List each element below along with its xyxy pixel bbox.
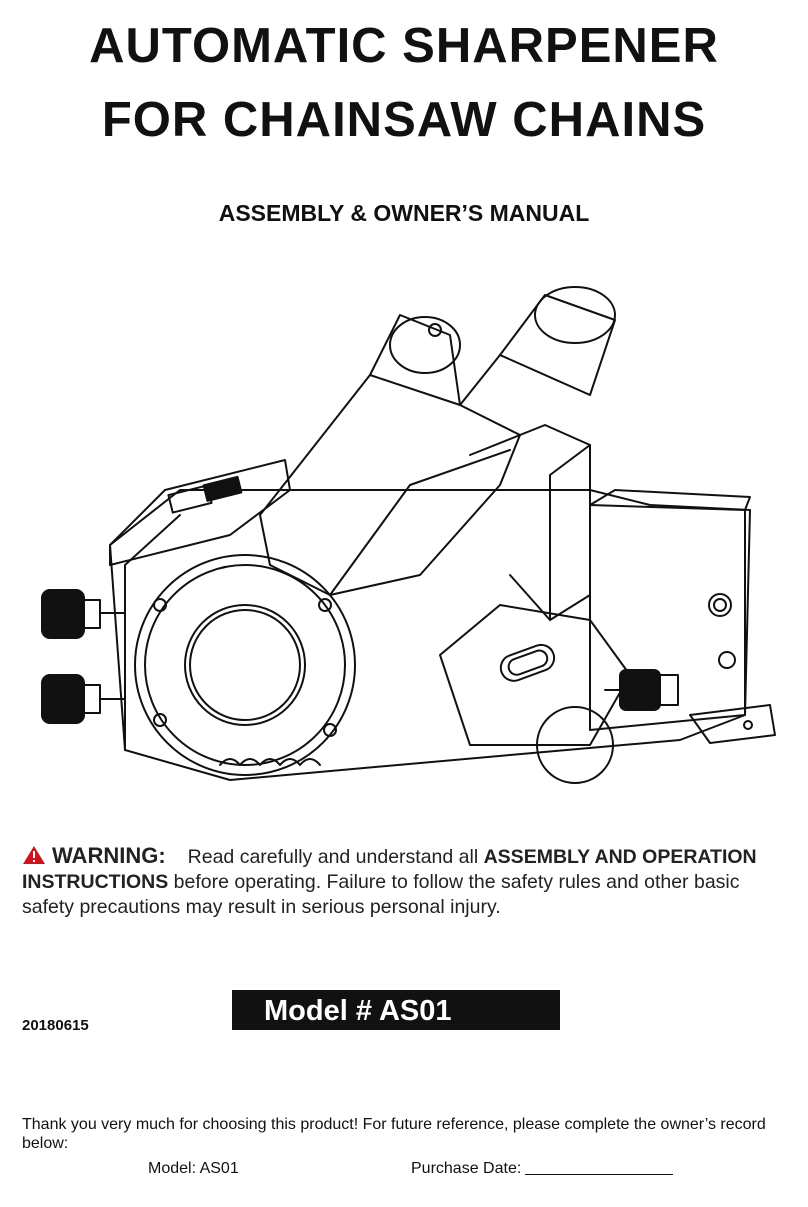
document-number: 20180615 [22,1017,89,1034]
purchase-date-label: Purchase Date: [411,1160,522,1177]
record-model: Model: AS01 [148,1160,239,1177]
sharpener-illustration [41,286,776,784]
purchase-date-blank [525,1160,674,1175]
record-purchase-date: Purchase Date: [411,1160,674,1178]
warning-heading: WARNING: [52,843,166,868]
warning-text-2: before operating. Failure to follow the … [22,871,740,918]
thank-you-text: Thank you very much for choosing this pr… [22,1116,766,1152]
title-line-1: AUTOMATIC SHARPENER [89,19,719,73]
warning-bold-instructions: ASSEMBLY AND OPERATION INSTRUCTIONS [22,846,757,893]
title-line-2: FOR CHAINSAW CHAINS [101,93,707,147]
warning-block: WARNING: Read carefully and understand al… [22,843,792,920]
manual-subtitle: ASSEMBLY & OWNER’S MANUAL [218,200,590,226]
warning-triangle-icon [23,846,45,864]
warning-text-1: Read carefully and understand all [187,846,484,868]
model-banner: Model # AS01 [232,990,560,1030]
